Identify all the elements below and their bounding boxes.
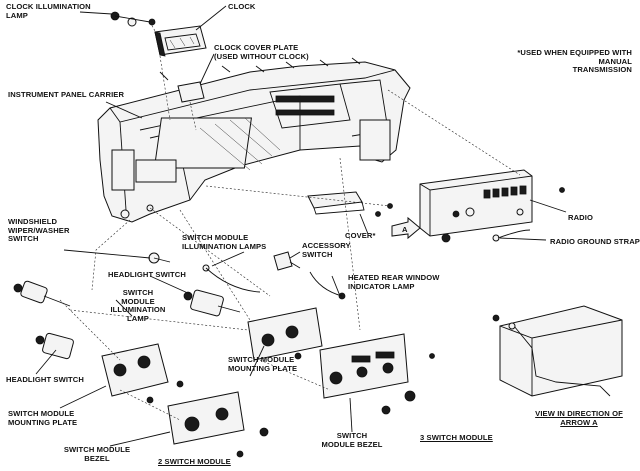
headlight-switch-upper-art (183, 289, 241, 317)
label-headlight-switch-upper: HEADLIGHT SWITCH (108, 270, 186, 279)
three-switch-bezel-art (319, 333, 435, 415)
label-headlight-switch-lower: HEADLIGHT SWITCH (6, 375, 84, 384)
label-view-direction: VIEW IN DIRECTION OF ARROW A (535, 409, 623, 427)
two-switch-bezel-art (146, 391, 269, 458)
label-radio-ground-strap: RADIO GROUND STRAP (550, 237, 640, 246)
wiper-switch-art (13, 280, 71, 307)
instrument-panel-carrier (97, 57, 411, 223)
label-arrow-a: A (402, 225, 408, 234)
headlight-switch-lower-art (35, 332, 74, 360)
two-switch-mounting-plate-art (101, 343, 184, 397)
clock-illumination-lamp-art (110, 11, 156, 27)
clock-art (154, 25, 207, 57)
label-windshield-wiper-switch: WINDSHIELD WIPER/WASHER SWITCH (8, 217, 70, 244)
label-clock: CLOCK (228, 2, 256, 11)
label-instrument-panel-carrier: INSTRUMENT PANEL CARRIER (8, 90, 125, 99)
label-clock-cover-plate: CLOCK COVER PLATE (USED WITHOUT CLOCK) (214, 43, 309, 61)
label-switch-module-illumination-lamps: SWITCH MODULE ILLUMINATION LAMPS (182, 233, 267, 251)
label-heated-rear-window: HEATED REAR WINDOW INDICATOR LAMP (348, 273, 440, 291)
radio-art (387, 169, 565, 243)
label-switch-module-bezel-center: SWITCH MODULE BEZEL (321, 431, 383, 449)
illumination-lamps-art (148, 252, 346, 300)
label-radio: RADIO (568, 213, 593, 222)
clock-cover-plate-art (177, 81, 205, 103)
label-accessory-switch: ACCESSORY SWITCH (302, 241, 351, 259)
accessory-switch-art (273, 251, 301, 271)
label-three-switch-module: 3 SWITCH MODULE (420, 433, 493, 442)
three-switch-mounting-plate-art (247, 307, 323, 361)
label-manual-transmission-note: *USED WHEN EQUIPPED WITH MANUAL TRANSMIS… (517, 48, 632, 75)
assembly-lines (59, 21, 521, 421)
label-switch-module-illumination-lamp: SWITCH MODULE ILLUMINATION LAMP (110, 288, 166, 323)
arrow-a-art (391, 216, 421, 240)
label-two-switch-module: 2 SWITCH MODULE (158, 457, 231, 466)
label-switch-module-mounting-plate-left: SWITCH MODULE MOUNTING PLATE (8, 409, 78, 427)
leader-lines (35, 5, 567, 447)
label-clock-illumination-lamp: CLOCK ILLUMINATION LAMP (6, 2, 91, 20)
label-switch-module-mounting-plate-center: SWITCH MODULE MOUNTING PLATE (228, 355, 298, 373)
label-switch-module-bezel-left: SWITCH MODULE BEZEL (63, 445, 131, 463)
label-cover: COVER* (345, 231, 376, 240)
inset-view-art (492, 305, 623, 397)
